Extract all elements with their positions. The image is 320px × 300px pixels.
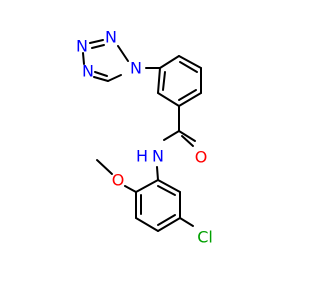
bond-ring-cl [179,217,194,227]
ring1-bond-4 [178,92,202,107]
atom-n-tetrazole-2: N [105,28,117,47]
tetrazole-ring [82,39,129,82]
bond-ring-o-methoxy [124,185,137,193]
ring2-bond-4 [157,217,181,232]
bond-n4-c5-double [93,76,109,82]
atom-n-tetrazole-4: N [82,62,94,81]
bond-n4-c5-double-inner [94,71,108,77]
bond-n2-n3-double [89,39,104,44]
ring1-bond-1 [159,55,180,69]
atom-n-amide: N [152,147,164,166]
ring1-bond-2 [178,55,202,69]
bond-n1-n2 [117,45,129,62]
bond-n2-n3-double-inner [91,44,105,49]
ring1-bond-6 [157,67,161,94]
ring2-bond-1 [135,179,159,193]
bond-c-o-double-inner [181,135,194,147]
bond-n-aryl [156,166,159,181]
ring1-bond-4-inner [178,89,197,101]
ring1-bond-2-inner [179,61,198,73]
atom-h-amide: H [136,147,148,166]
atom-o-methoxy: O [112,171,125,190]
molecule-structure-diagram: N N N N N H O O Cl [76,28,213,247]
ring2-bond-6-inner [157,185,176,196]
ring2-bond-3 [135,217,159,232]
bond-n3-n4 [82,52,85,65]
bond-c-n-amide [163,130,180,141]
bond-c-o-double [178,130,196,142]
bond-c5-n1 [107,74,122,82]
ring2-bond-4-inner [157,214,176,226]
ring2-bond-6 [157,179,181,193]
chloromethoxy-ring [135,179,181,232]
ring1-bond-6-inner [162,71,166,91]
benzamide-ring [157,55,202,107]
atom-cl: Cl [197,228,213,247]
atom-n-tetrazole-1: N [130,59,142,78]
atom-o-carbonyl: O [195,148,208,167]
atom-n-tetrazole-3: N [76,37,88,56]
ring1-bond-5 [157,92,180,107]
bond-o-methyl [96,159,113,175]
